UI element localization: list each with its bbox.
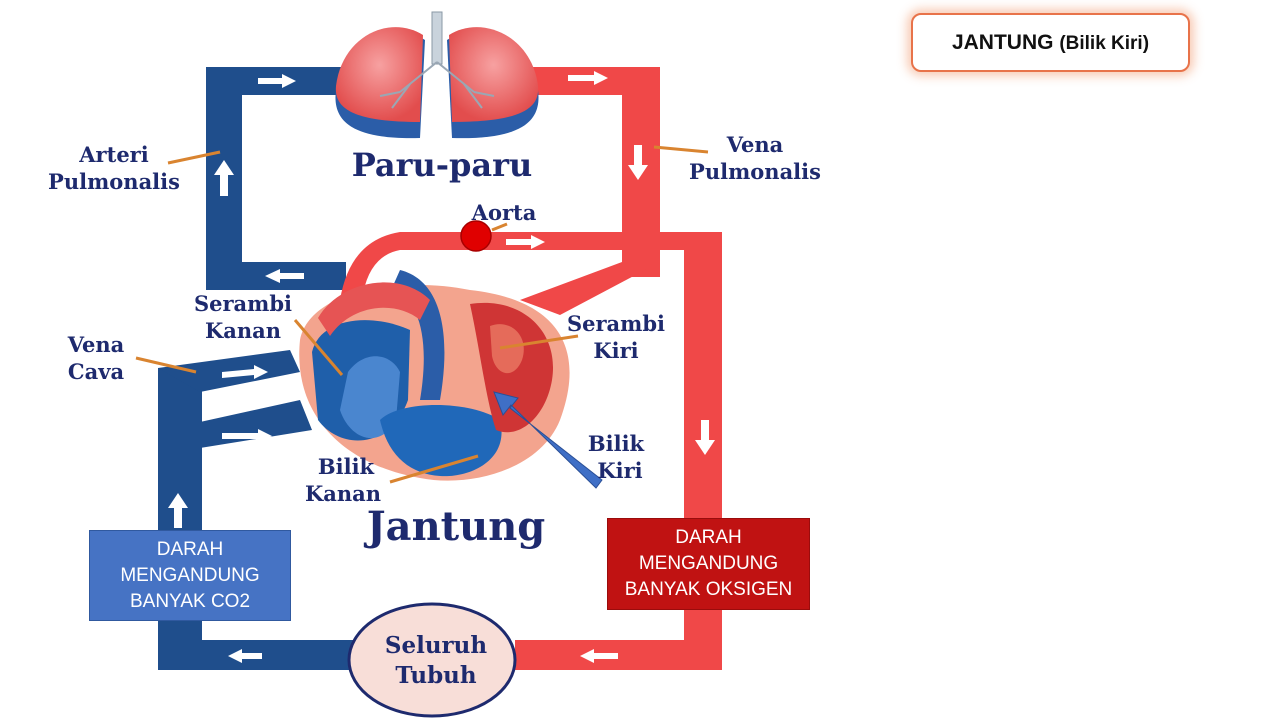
vena-pulmonalis-label-line2: Pulmonalis xyxy=(689,159,821,184)
arteri-pulmonalis-vessel xyxy=(206,67,356,290)
vena-pulmonalis-vessel xyxy=(520,67,660,315)
o2-box-line3: BANYAK OKSIGEN xyxy=(608,577,809,603)
bilik-kanan-label-line2: Kanan xyxy=(305,481,381,506)
arteri-pulmonalis-label-line2: Pulmonalis xyxy=(48,169,180,194)
vena-cava-label-line2: Cava xyxy=(68,359,125,384)
aorta-marker-dot xyxy=(461,221,491,251)
serambi-kiri-label-line2: Kiri xyxy=(593,338,638,363)
oxygen-info-box: DARAH MENGANDUNG BANYAK OKSIGEN xyxy=(607,518,810,610)
bilik-kanan-label-line1: Bilik xyxy=(318,454,375,479)
title-box: JANTUNG (Bilik Kiri) xyxy=(911,13,1190,72)
bilik-kiri-label-line2: Kiri xyxy=(597,458,642,483)
lungs-illustration xyxy=(335,12,538,138)
o2-box-line1: DARAH xyxy=(608,525,809,551)
vena-pulmonalis-label-line1: Vena xyxy=(726,132,784,157)
bilik-kiri-label-line1: Bilik xyxy=(588,431,645,456)
o2-box-line2: MENGANDUNG xyxy=(608,551,809,577)
body-label-line1: Seluruh xyxy=(385,632,488,659)
lungs-label: Paru-paru xyxy=(352,146,533,184)
title-prefix: JANTUNG xyxy=(952,31,1054,54)
co2-info-box: DARAH MENGANDUNG BANYAK CO2 xyxy=(89,530,291,621)
serambi-kanan-label-line1: Serambi xyxy=(194,291,292,316)
heart-label: Jantung xyxy=(364,503,546,550)
title-text: JANTUNG (Bilik Kiri) xyxy=(952,31,1149,55)
aorta-label: Aorta xyxy=(471,200,537,225)
body-label-line2: Tubuh xyxy=(395,662,477,689)
vena-cava-label-line1: Vena xyxy=(67,332,125,357)
arteri-pulmonalis-label-line1: Arteri xyxy=(78,142,148,167)
co2-box-line2: MENGANDUNG xyxy=(90,563,290,589)
co2-box-line3: BANYAK CO2 xyxy=(90,589,290,615)
serambi-kiri-label-line1: Serambi xyxy=(567,311,665,336)
title-suffix: (Bilik Kiri) xyxy=(1059,33,1149,54)
body-circle xyxy=(349,604,515,716)
co2-box-line1: DARAH xyxy=(90,537,290,563)
serambi-kanan-label-line2: Kanan xyxy=(205,318,281,343)
